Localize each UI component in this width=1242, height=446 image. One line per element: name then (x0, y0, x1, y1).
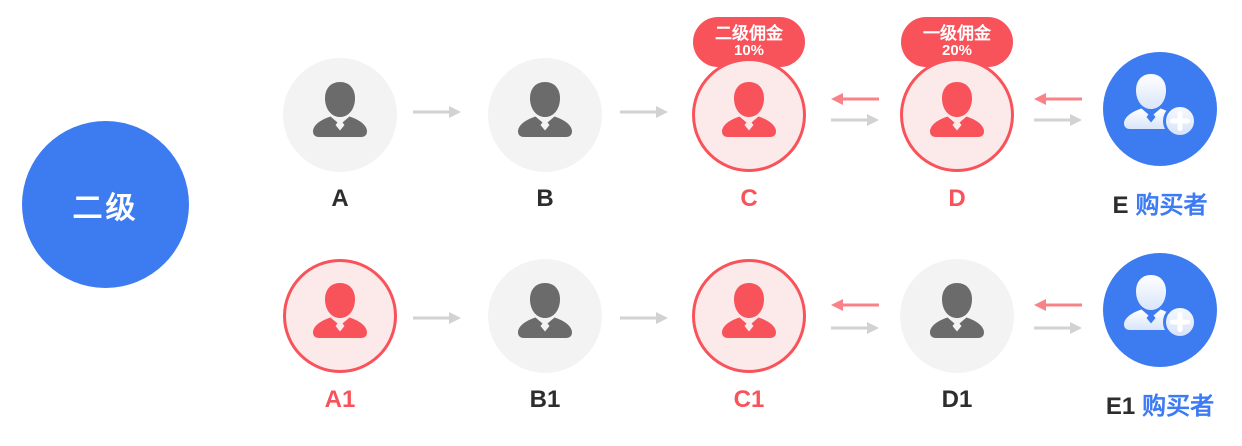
member-node-a: A (265, 58, 415, 213)
person-icon (313, 81, 367, 137)
arrow-d1-to-e1 (1034, 322, 1082, 334)
level-circle: 二级 (22, 121, 189, 288)
commission-badge-value: 20% (941, 42, 973, 60)
commission-badge-value: 10% (733, 42, 765, 60)
arrow-c-to-d (831, 114, 879, 126)
member-node-d1: D1 (882, 259, 1032, 414)
member-node-b: B (470, 58, 620, 213)
member-node-b1: B1 (470, 259, 620, 414)
avatar-circle (488, 259, 602, 373)
arrow-d-to-c (831, 93, 879, 105)
node-label: D (948, 185, 966, 212)
person-icon (930, 282, 984, 338)
node-label: C (740, 185, 758, 212)
buyer-id: E (1112, 192, 1129, 219)
avatar-circle (283, 259, 397, 373)
person-icon (930, 81, 984, 137)
commission-badge: 一级佣金 20% (901, 17, 1013, 67)
add-user-icon (1124, 275, 1197, 339)
avatar-circle (488, 58, 602, 172)
arrow-b-to-c (620, 106, 668, 118)
arrow-a1-to-b1 (413, 312, 461, 324)
commission-badge-title: 二级佣金 (715, 24, 783, 44)
avatar-circle (692, 259, 806, 373)
buyer-id: E1 (1105, 393, 1136, 420)
node-label: B (536, 185, 554, 212)
buyer-suffix: 购买者 (1142, 393, 1215, 420)
member-node-d: 一级佣金 20% D (882, 17, 1032, 213)
arrow-e1-to-d1 (1034, 299, 1082, 311)
person-icon (722, 81, 776, 137)
avatar-circle (900, 259, 1014, 373)
node-label: A1 (324, 386, 356, 413)
avatar-circle (1103, 253, 1217, 367)
avatar-circle (692, 58, 806, 172)
level-label: 二级 (72, 191, 139, 225)
person-icon (722, 282, 776, 338)
person-icon (518, 81, 572, 137)
buyer-suffix: 购买者 (1135, 192, 1208, 219)
arrow-b1-to-c1 (620, 312, 668, 324)
add-user-icon (1124, 74, 1197, 138)
node-label: C1 (733, 386, 765, 413)
node-label: D1 (941, 386, 973, 413)
arrow-d-to-e (1034, 114, 1082, 126)
arrow-a-to-b (413, 106, 461, 118)
member-node-c: 二级佣金 10% C (674, 17, 824, 213)
person-icon (518, 282, 572, 338)
person-icon (313, 282, 367, 338)
commission-badge-title: 一级佣金 (923, 24, 991, 44)
avatar-circle (900, 58, 1014, 172)
avatar-circle (283, 58, 397, 172)
arrow-d1-to-c1 (831, 299, 879, 311)
avatar-circle (1103, 52, 1217, 166)
arrow-c1-to-d1 (831, 322, 879, 334)
node-label: A (331, 185, 349, 212)
node-label: B1 (529, 386, 561, 413)
member-node-c1: C1 (674, 259, 824, 414)
member-node-a1: A1 (265, 259, 415, 414)
arrow-e-to-d (1034, 93, 1082, 105)
